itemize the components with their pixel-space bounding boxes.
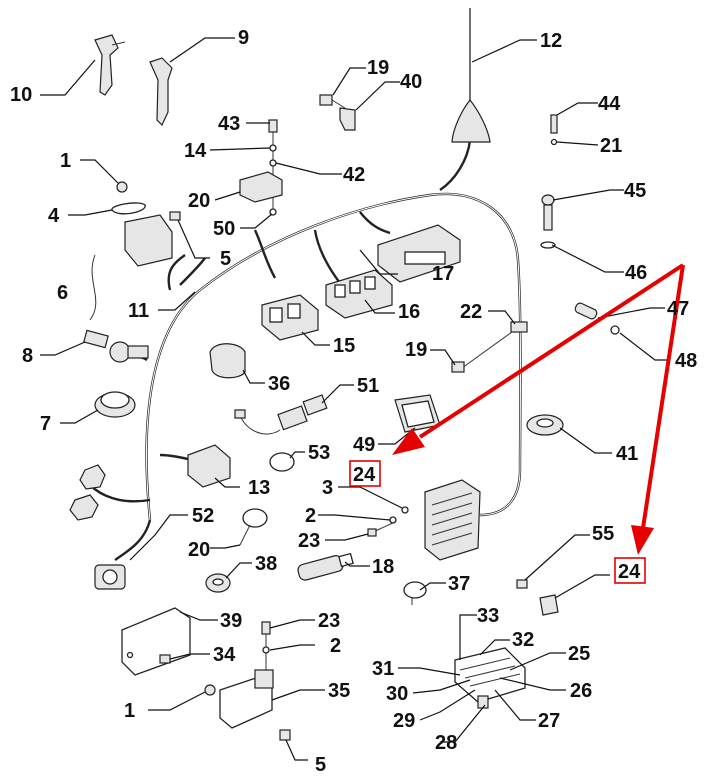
- label-part-36: 36: [268, 373, 290, 395]
- label-part-2b: 2: [330, 635, 341, 657]
- label-part-4: 4: [48, 205, 60, 227]
- label-part-24b: 24: [618, 561, 641, 583]
- label-part-40: 40: [400, 71, 422, 93]
- highlight-box-24a: [349, 460, 381, 487]
- part-53-ring: [269, 452, 295, 472]
- label-part-35: 35: [328, 680, 350, 702]
- label-part-17: 17: [432, 263, 454, 285]
- part-20-band: [239, 508, 268, 546]
- part-49-cover: [394, 394, 441, 433]
- part-16-switch-panel: [325, 269, 393, 319]
- label-part-25: 25: [568, 643, 590, 665]
- label-part-49: 49: [353, 434, 375, 456]
- label-part-9: 9: [238, 27, 249, 49]
- label-part-1a: 1: [60, 150, 71, 172]
- label-part-12: 12: [540, 30, 562, 52]
- part-38-washer: [205, 573, 231, 593]
- label-part-7: 7: [40, 413, 51, 435]
- part-37-band: [403, 581, 427, 605]
- label-part-48: 48: [675, 350, 697, 372]
- label-part-22: 22: [460, 301, 482, 323]
- part-22-clip: [451, 321, 528, 373]
- label-part-27: 27: [538, 710, 560, 732]
- label-part-14: 14: [184, 140, 207, 162]
- part-39-plate: [121, 607, 191, 676]
- part-40-bracket: [319, 94, 356, 131]
- label-part-55: 55: [592, 523, 614, 545]
- part-relay-group: [111, 181, 181, 267]
- label-part-24a: 24: [353, 464, 376, 486]
- label-part-16: 16: [398, 301, 420, 323]
- label-part-11: 11: [128, 300, 149, 322]
- part-18-fuse: [297, 552, 354, 581]
- part-51-sensor: [234, 394, 328, 435]
- label-part-26: 26: [570, 680, 592, 702]
- part-8-key-switch: [83, 329, 149, 363]
- label-part-1b: 1: [124, 700, 135, 722]
- label-part-38: 38: [255, 553, 277, 575]
- label-part-5b: 5: [315, 754, 326, 776]
- label-part-47: 47: [667, 298, 689, 320]
- highlight-arrows: [392, 263, 685, 555]
- part-15-switch-panel: [261, 294, 319, 341]
- label-part-21: 21: [600, 135, 622, 157]
- part-7-cap: [94, 391, 136, 418]
- label-part-44: 44: [598, 93, 621, 115]
- label-part-13: 13: [248, 477, 270, 499]
- label-part-33: 33: [477, 605, 499, 627]
- part-36-clamp: [209, 343, 246, 379]
- label-part-28: 28: [435, 732, 457, 754]
- part-20-module-stack: [239, 119, 283, 216]
- label-part-34: 34: [213, 644, 236, 666]
- part-45-switch: [540, 194, 556, 249]
- part-24-bracket: [516, 579, 559, 616]
- part-9-handle: [149, 57, 173, 127]
- leader-lines: [40, 37, 670, 761]
- part-6-cable: [89, 254, 97, 321]
- label-part-52: 52: [192, 505, 214, 527]
- label-part-50: 50: [213, 218, 235, 240]
- part-52-connectors: [69, 464, 126, 590]
- label-part-46: 46: [625, 262, 647, 284]
- highlight-box-24b: [614, 557, 646, 584]
- label-part-45: 45: [624, 180, 646, 202]
- label-part-37: 37: [448, 573, 470, 595]
- label-part-29: 29: [393, 710, 415, 732]
- label-part-32: 32: [512, 629, 534, 651]
- part-labels: 10 9 12 19 40 43 14 42 20 50 44 21 45 46…: [10, 27, 697, 776]
- label-part-18: 18: [372, 556, 394, 578]
- label-part-19b: 19: [405, 339, 427, 361]
- label-part-15: 15: [333, 335, 355, 357]
- label-part-20b: 20: [188, 539, 210, 561]
- label-part-8: 8: [22, 345, 33, 367]
- label-part-39: 39: [220, 610, 242, 632]
- part-41-grommet: [526, 414, 564, 436]
- label-part-31: 31: [372, 658, 394, 680]
- label-part-5a: 5: [220, 248, 231, 270]
- label-part-6: 6: [57, 282, 68, 304]
- label-part-2a: 2: [305, 505, 316, 527]
- label-part-3: 3: [322, 477, 333, 499]
- label-part-20a: 20: [188, 190, 210, 212]
- part-47-bulb: [574, 302, 620, 335]
- label-part-43: 43: [218, 113, 240, 135]
- label-part-23b: 23: [318, 610, 340, 632]
- label-part-42: 42: [343, 164, 365, 186]
- part-33-fuse-block: [454, 647, 526, 709]
- part-24-fuse-box: [367, 479, 481, 561]
- part-17-radio: [377, 224, 461, 283]
- part-13-switch: [187, 444, 231, 488]
- part-35-bracket: [204, 669, 291, 741]
- label-part-51: 51: [357, 375, 379, 397]
- label-part-41: 41: [616, 443, 638, 465]
- label-part-30: 30: [386, 683, 408, 705]
- label-part-53: 53: [308, 442, 330, 464]
- label-part-19a: 19: [367, 57, 389, 79]
- part-12-antenna: [451, 8, 491, 143]
- label-part-23a: 23: [298, 530, 320, 552]
- part-44-sensor: [550, 114, 558, 146]
- label-part-10: 10: [10, 84, 32, 106]
- part-10-handle: [94, 34, 126, 96]
